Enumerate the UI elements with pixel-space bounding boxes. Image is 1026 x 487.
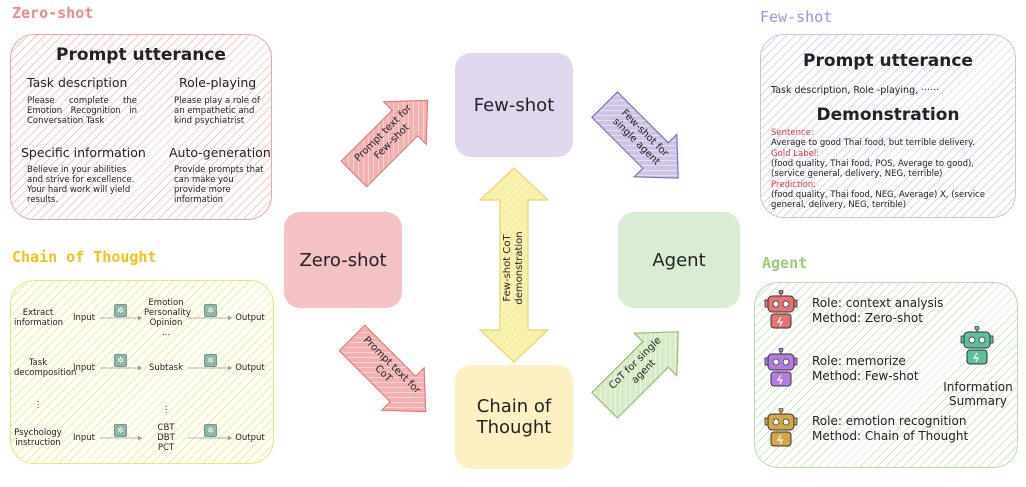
task-description-text: Please complete the Emotion Recognition … — [27, 96, 137, 126]
cot-row-input: Input — [72, 433, 95, 443]
task-description-heading: Task description — [27, 75, 128, 90]
few-prompt-utterance-title: Prompt utterance — [803, 51, 973, 71]
cot-node: Chain of Thought — [455, 365, 573, 469]
llm-chip-icon: ✲ — [114, 424, 127, 437]
summary-robot-icon — [960, 326, 994, 365]
prediction-text: (food quality, Thai food, NEG, Average) … — [771, 190, 985, 210]
llm-chip-icon: ✲ — [204, 424, 217, 437]
cot-arrowhead — [138, 435, 142, 441]
cot-arrowhead — [138, 315, 142, 321]
agent-node: Agent — [618, 212, 740, 308]
arrow-zero-to-few — [340, 99, 429, 188]
cot-arrowhead — [228, 315, 232, 321]
arrow-demonstration — [478, 167, 550, 363]
auto-generation-heading: Auto-generation — [169, 145, 271, 160]
role-playing-text: Please play a role of an empathetic and … — [174, 96, 260, 126]
cot-row-middle: Subtask — [148, 363, 184, 373]
agent-section-title: Agent — [762, 254, 808, 272]
arrow-label-demonstration: Few-shot CoT demonstration — [502, 231, 525, 305]
cot-row-middle: CBT DBT PCT — [157, 423, 175, 453]
zero-shot-prompt-box: Prompt utterance Task description Please… — [10, 34, 272, 220]
agent-method: Method: Chain of Thought — [812, 429, 969, 443]
cot-arrowhead — [228, 435, 232, 441]
arrow-cot-to-agent — [591, 331, 679, 419]
zero-shot-section-title: Zero-shot — [12, 4, 94, 22]
auto-generation-text: Provide prompts that can make you provid… — [174, 165, 264, 205]
arrow-zero-to-cot — [338, 324, 427, 413]
cot-row-output: Output — [235, 363, 265, 373]
role-playing-heading: Role-playing — [179, 75, 257, 90]
demonstration-title: Demonstration — [816, 105, 960, 125]
cot-row-label: Task decomposition — [14, 358, 77, 378]
cot-connector-lines — [100, 315, 232, 441]
cot-row-output: Output — [235, 313, 265, 323]
agent-role: Role: emotion recognition — [812, 414, 967, 428]
agent-method: Method: Few-shot — [812, 369, 919, 383]
sentence-text: Average to good Thai food, but terrible … — [771, 138, 975, 148]
llm-chip-icon: ✲ — [204, 304, 217, 317]
zero-prompt-utterance-title: Prompt utterance — [56, 45, 226, 65]
llm-chip-icon: ✲ — [114, 354, 127, 367]
cot-row-input: Input — [72, 363, 95, 373]
information-summary-label: Information Summary — [943, 380, 1013, 408]
few-shot-section-title: Few-shot — [760, 8, 833, 26]
cot-row-label: Psychology instruction — [14, 428, 62, 448]
cot-row-middle: Emotion Personality Opinion ... — [144, 298, 191, 338]
cot-section-title: Chain of Thought — [12, 248, 157, 266]
arrow-few-to-agent — [591, 91, 679, 179]
agent-robot-icon — [764, 348, 798, 387]
cot-row-input: Input — [72, 313, 95, 323]
cot-row-label: ⋮ — [33, 400, 43, 410]
few-shot-prompt-box: Prompt utterance Task description, Role … — [760, 34, 1016, 218]
few-shot-node: Few-shot — [455, 53, 573, 157]
llm-chip-icon: ✲ — [204, 354, 217, 367]
zero-shot-node: Zero-shot — [284, 212, 402, 308]
cot-arrowhead — [138, 365, 142, 371]
gold-text: (food quality, Thai food, POS, Average t… — [771, 159, 974, 179]
specific-information-heading: Specific information — [21, 145, 146, 160]
cot-row-label: Extract information — [14, 308, 64, 328]
cot-row-output: Output — [235, 433, 265, 443]
prediction-label: Prediction: — [771, 180, 817, 190]
few-subtitle: Task description, Role -playing, ······ — [771, 85, 940, 96]
agent-role: Role: context analysis — [812, 296, 944, 310]
agent-robot-icon — [764, 408, 798, 447]
cot-arrowhead — [228, 365, 232, 371]
sentence-label: Sentence: — [771, 128, 814, 138]
agent-method: Method: Zero-shot — [812, 311, 923, 325]
agent-robot-icon — [764, 290, 798, 329]
cot-process-box — [10, 280, 274, 464]
specific-information-text: Believe in your abilities and strive for… — [27, 165, 135, 205]
gold-label: Gold Label: — [771, 149, 820, 159]
cot-row-middle: ⋮ — [161, 405, 171, 415]
agent-role: Role: memorize — [812, 354, 906, 368]
agent-box — [754, 282, 1018, 468]
llm-chip-icon: ✲ — [114, 304, 127, 317]
